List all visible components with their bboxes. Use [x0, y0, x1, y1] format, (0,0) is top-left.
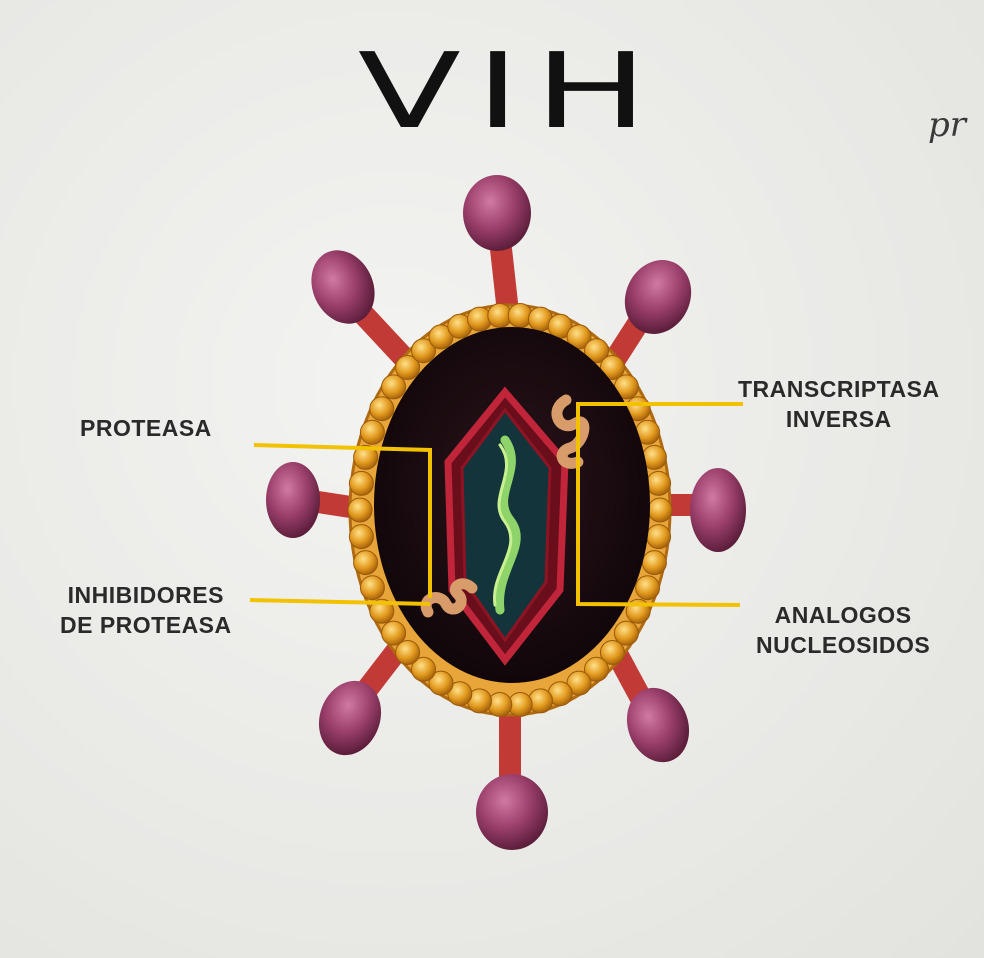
envelope-bead	[349, 525, 373, 549]
label-proteasa: PROTEASA	[80, 413, 212, 443]
envelope-bead	[360, 420, 384, 444]
envelope-bead	[382, 621, 406, 645]
label-inhibidores-line-1: INHIBIDORES	[60, 580, 232, 610]
envelope-bead	[370, 397, 394, 421]
envelope-bead	[348, 498, 372, 522]
label-analogos-line-1: ANALOGOS	[756, 600, 930, 630]
label-transcriptasa-line-2: INVERSA	[738, 404, 940, 434]
envelope-bead	[647, 525, 671, 549]
label-transcriptasa-inversa: TRANSCRIPTASA INVERSA	[738, 374, 940, 434]
label-proteasa-line: PROTEASA	[80, 413, 212, 443]
spike-knob-top	[463, 175, 531, 251]
label-analogos-line-2: NUCLEOSIDOS	[756, 630, 930, 660]
envelope-bead	[636, 576, 660, 600]
envelope-bead	[354, 551, 378, 575]
envelope-bead	[360, 576, 384, 600]
diagram-title: VIH	[293, 30, 728, 152]
label-inhibidores-line-2: DE PROTEASA	[60, 610, 232, 640]
envelope-bead	[642, 551, 666, 575]
spike-knob-bottom	[476, 774, 548, 850]
handwritten-note: pr	[928, 105, 966, 145]
label-analogos-nucleosidos: ANALOGOS NUCLEOSIDOS	[756, 600, 930, 660]
spike-knob-left	[266, 462, 320, 538]
label-transcriptasa-line-1: TRANSCRIPTASA	[738, 374, 940, 404]
label-inhibidores-de-proteasa: INHIBIDORES DE PROTEASA	[60, 580, 232, 640]
envelope-bead	[648, 498, 672, 522]
envelope-bead	[647, 471, 671, 495]
spike-knob-right	[690, 468, 746, 552]
envelope-bead	[349, 471, 373, 495]
